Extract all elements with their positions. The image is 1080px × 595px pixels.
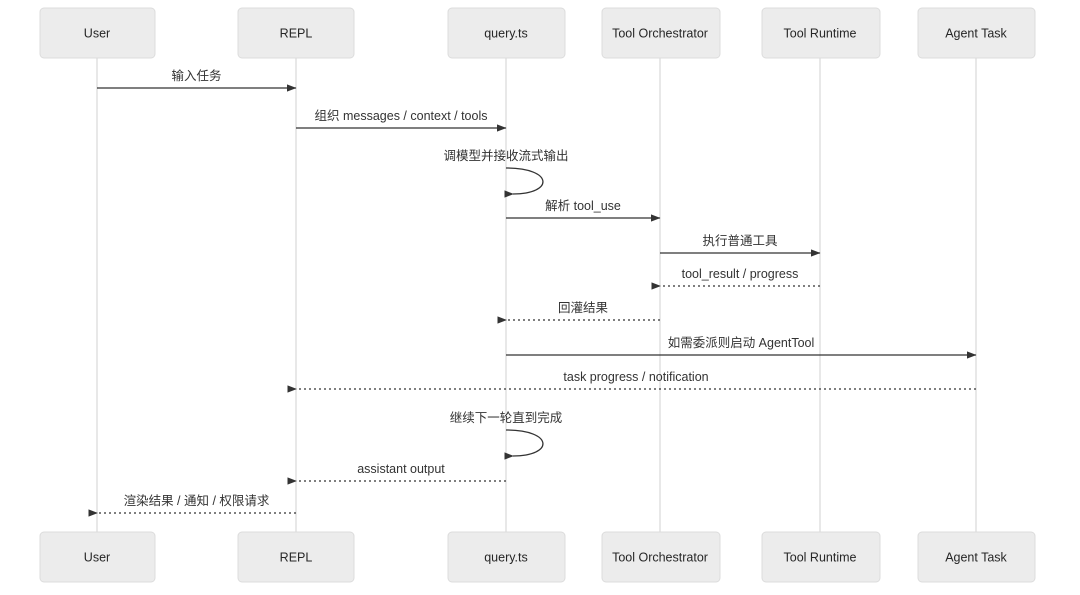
footer-actor-orchestrator[interactable]: Tool Orchestrator (601, 531, 721, 583)
message-label-m4: 解析 tool_use (545, 199, 621, 213)
header-actor-query[interactable]: query.ts (447, 7, 566, 59)
header-actor-label-agent: Agent Task (945, 26, 1007, 40)
message-label-m5: 执行普通工具 (702, 234, 778, 248)
header-actor-runtime[interactable]: Tool Runtime (761, 7, 881, 59)
footer-actor-box-orchestrator[interactable] (601, 531, 721, 583)
footer-actor-label-query: query.ts (484, 550, 528, 564)
message-label-m7: 回灌结果 (558, 301, 609, 315)
message-m7[interactable]: 回灌结果 (497, 301, 660, 324)
message-label-m8: 如需委派则启动 AgentTool (668, 335, 815, 350)
message-m11[interactable]: assistant output (287, 462, 506, 485)
footer-actor-label-user: User (84, 550, 110, 564)
footer-actor-box-repl[interactable] (237, 531, 355, 583)
header-actor-orchestrator[interactable]: Tool Orchestrator (601, 7, 721, 59)
footer-actor-query[interactable]: query.ts (447, 531, 566, 583)
header-actor-box-query[interactable] (447, 7, 566, 59)
message-line-m10 (504, 429, 544, 460)
header-actor-label-orchestrator: Tool Orchestrator (612, 26, 708, 40)
message-label-m12: 渲染结果 / 通知 / 权限请求 (124, 493, 270, 508)
footer-actor-label-runtime: Tool Runtime (784, 550, 857, 564)
lifelines-layer (96, 58, 977, 532)
message-m1[interactable]: 输入任务 (97, 68, 297, 92)
header-actor-label-query: query.ts (484, 26, 528, 40)
message-m5[interactable]: 执行普通工具 (660, 234, 821, 257)
header-actor-user[interactable]: User (39, 7, 156, 59)
message-m2[interactable]: 组织 messages / context / tools (296, 109, 507, 132)
message-label-m2: 组织 messages / context / tools (315, 109, 488, 123)
message-m9[interactable]: task progress / notification (287, 370, 976, 393)
footer-actor-box-agent[interactable] (917, 531, 1036, 583)
message-label-m6: tool_result / progress (682, 267, 799, 281)
message-label-m10: 继续下一轮直到完成 (450, 410, 563, 425)
message-line-m3 (504, 167, 544, 198)
header-actor-label-runtime: Tool Runtime (784, 26, 857, 40)
header-actor-repl[interactable]: REPL (237, 7, 355, 59)
message-label-m1: 输入任务 (171, 68, 221, 83)
footer-actor-repl[interactable]: REPL (237, 531, 355, 583)
header-actor-box-runtime[interactable] (761, 7, 881, 59)
header-actor-label-repl: REPL (280, 26, 313, 40)
message-m4[interactable]: 解析 tool_use (506, 199, 661, 222)
message-label-m11: assistant output (357, 462, 445, 476)
message-m10[interactable]: 继续下一轮直到完成 (450, 410, 563, 460)
message-label-m9: task progress / notification (563, 370, 708, 384)
message-m8[interactable]: 如需委派则启动 AgentTool (506, 335, 977, 359)
message-label-m3: 调模型并接收流式输出 (443, 148, 568, 163)
message-m6[interactable]: tool_result / progress (651, 267, 820, 290)
footer-actor-agent[interactable]: Agent Task (917, 531, 1036, 583)
message-m12[interactable]: 渲染结果 / 通知 / 权限请求 (88, 493, 296, 517)
header-actor-label-user: User (84, 26, 110, 40)
footer-actor-label-agent: Agent Task (945, 550, 1007, 564)
footer-actor-box-runtime[interactable] (761, 531, 881, 583)
footer-actor-user[interactable]: User (39, 531, 156, 583)
message-m3[interactable]: 调模型并接收流式输出 (443, 148, 569, 198)
footer-actor-runtime[interactable]: Tool Runtime (761, 531, 881, 583)
footer-actor-label-repl: REPL (280, 550, 313, 564)
footer-actor-box-user[interactable] (39, 531, 156, 583)
header-actor-agent[interactable]: Agent Task (917, 7, 1036, 59)
footer-actor-box-query[interactable] (447, 531, 566, 583)
footer-actor-label-orchestrator: Tool Orchestrator (612, 550, 708, 564)
header-actor-box-orchestrator[interactable] (601, 7, 721, 59)
header-actor-box-repl[interactable] (237, 7, 355, 59)
header-actor-box-user[interactable] (39, 7, 156, 59)
header-actor-box-agent[interactable] (917, 7, 1036, 59)
